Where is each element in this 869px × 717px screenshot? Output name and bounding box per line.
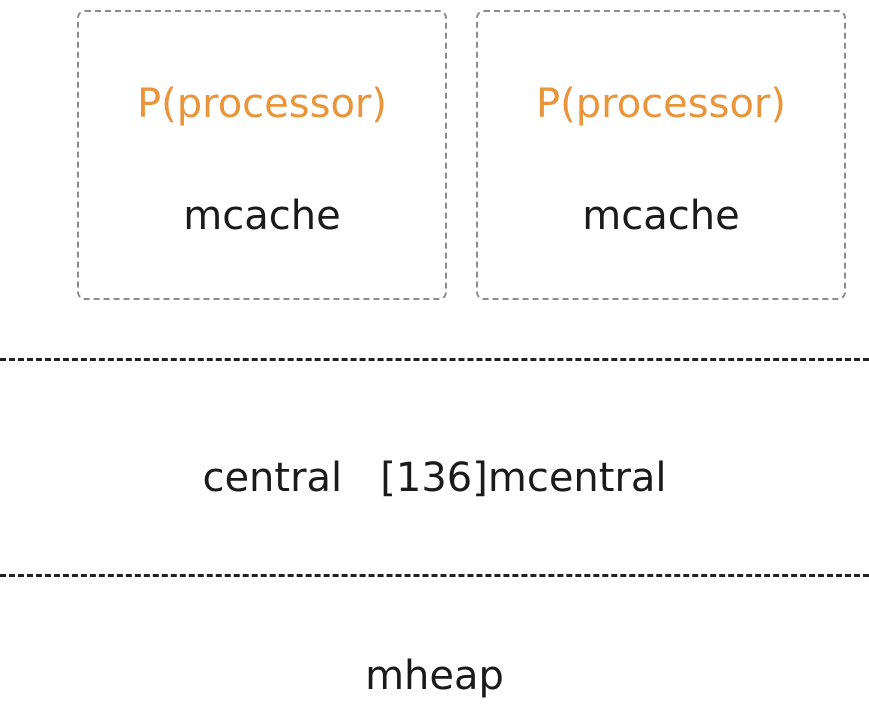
mheap-layer-label: mheap <box>365 653 504 699</box>
processor-box: P(processor) mcache <box>77 10 447 300</box>
processor-box: P(processor) mcache <box>476 10 846 300</box>
central-layer-label: central [136]mcentral <box>202 455 667 501</box>
processor-title: P(processor) <box>536 81 786 127</box>
layer-divider-bottom <box>0 574 869 577</box>
layer-divider-top <box>0 358 869 361</box>
mcache-label: mcache <box>183 193 341 239</box>
processor-title: P(processor) <box>137 81 387 127</box>
mcache-label: mcache <box>582 193 740 239</box>
